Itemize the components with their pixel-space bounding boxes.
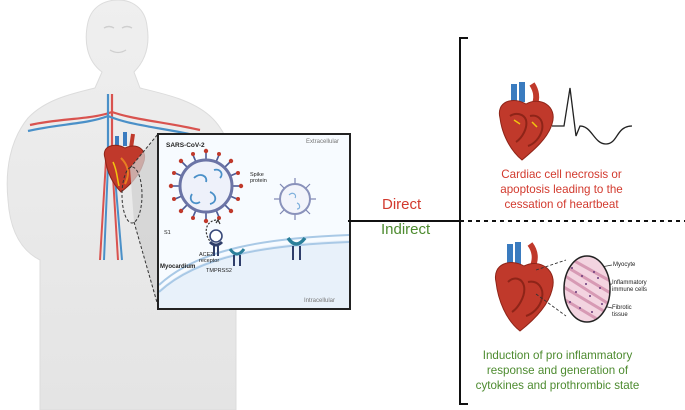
extracellular-label: Extracellular bbox=[306, 139, 340, 145]
histology-circle bbox=[563, 255, 611, 323]
virus-title: SARS-CoV-2 bbox=[166, 142, 205, 149]
body-heart-icon bbox=[103, 132, 145, 193]
heart-indirect-icon bbox=[494, 242, 554, 332]
spike-protein-label: Spike protein bbox=[250, 172, 267, 185]
virus-large-icon bbox=[168, 148, 244, 224]
tmprss2-receptor-icon bbox=[228, 248, 246, 266]
direct-effect-text: Cardiac cell necrosis or apoptosis leadi… bbox=[500, 168, 623, 211]
virus-small-icon bbox=[274, 178, 316, 220]
heart-direct-icon bbox=[498, 82, 554, 161]
ace2-receptor-icon bbox=[205, 218, 224, 256]
indirect-effect-text: Induction of pro inflammatory response a… bbox=[475, 349, 640, 392]
myocyte-label: Myocyte bbox=[613, 262, 636, 268]
fibrotic-tissue-label: Fibrotic tissue bbox=[612, 305, 632, 319]
intracellular-label: Intracellular bbox=[304, 298, 336, 304]
immune-cells-label: Inflammatory immune cells bbox=[612, 280, 648, 294]
s1-label: S1 bbox=[164, 230, 171, 236]
direct-pathway-label: Direct bbox=[382, 196, 422, 213]
inset-panel bbox=[157, 133, 351, 310]
ace2-receptor-label: ACE2 receptor bbox=[199, 252, 220, 265]
membrane-receptor-icon bbox=[286, 236, 307, 260]
tmprss2-label: TMPRSS2 bbox=[206, 268, 232, 274]
ecg-trace-icon bbox=[552, 87, 632, 145]
myocardium-label: Myocardium bbox=[160, 264, 196, 270]
indirect-pathway-label: Indirect bbox=[381, 221, 431, 238]
